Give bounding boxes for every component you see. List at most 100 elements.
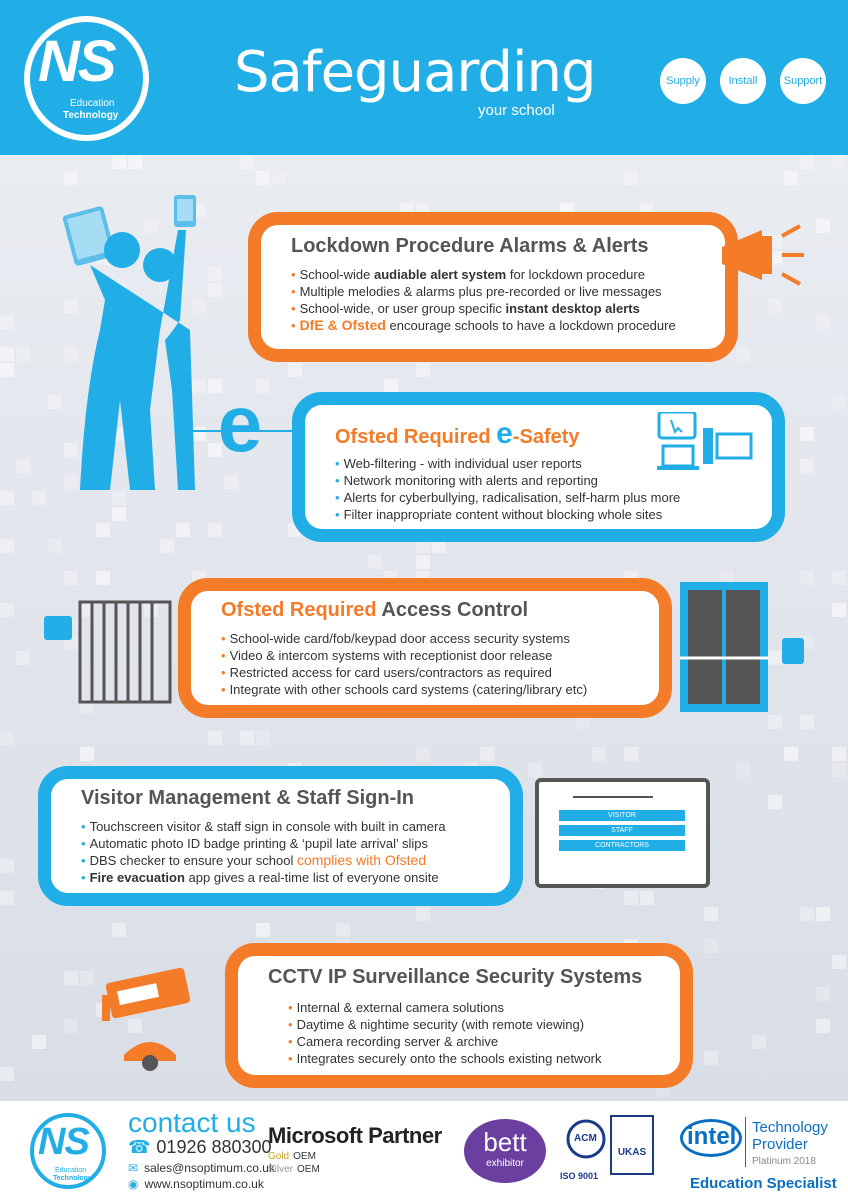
background-tile <box>480 747 494 761</box>
background-tile <box>816 219 830 233</box>
background-tile <box>0 891 14 905</box>
background-tile <box>592 747 606 761</box>
list-item: •Internal & external camera solutions <box>288 1000 504 1015</box>
background-tile <box>336 923 350 937</box>
header: NS Education Technology Safeguarding you… <box>0 0 848 155</box>
background-tile <box>624 171 638 185</box>
list-item: •Multiple melodies & alarms plus pre-rec… <box>291 284 662 299</box>
background-tile <box>0 491 14 505</box>
e-badge: e <box>217 379 263 468</box>
background-tile <box>0 1067 14 1081</box>
background-tile <box>720 571 734 585</box>
contractors-screen-button[interactable]: CONTRACTORS <box>559 840 685 851</box>
background-tile <box>0 315 14 329</box>
background-tile <box>64 971 78 985</box>
background-tile <box>192 299 206 313</box>
contact-phone[interactable]: ☎01926 880300 <box>128 1137 272 1157</box>
background-tile <box>800 427 814 441</box>
background-tile <box>112 507 126 521</box>
background-tile <box>784 171 798 185</box>
background-tile <box>272 171 286 185</box>
list-item: •Video & intercom systems with reception… <box>221 648 553 663</box>
page-subtitle: your school <box>478 102 555 119</box>
footer-logo-text: NS <box>38 1121 90 1163</box>
door-icon <box>680 582 804 712</box>
logo[interactable] <box>24 16 149 141</box>
background-tile <box>416 555 430 569</box>
list-item: •Touchscreen visitor & staff sign in con… <box>81 819 446 834</box>
contact-email[interactable]: ✉sales@nsoptimum.co.uk <box>128 1161 275 1175</box>
list-item: •Integrate with other schools card syste… <box>221 682 588 697</box>
phone-icon: ☎ <box>128 1137 151 1157</box>
background-tile <box>800 155 814 169</box>
list-item: •Filter inappropriate content without bl… <box>335 507 663 522</box>
background-tile <box>16 347 30 361</box>
sign-in-screen: VISITOR STAFF CONTRACTORS <box>535 778 710 888</box>
cctv-title: CCTV IP Surveillance Security Systems <box>268 966 643 988</box>
list-item: •School-wide, or user group specific ins… <box>291 301 640 316</box>
footer: NS Education Technology contact us ☎0192… <box>0 1100 848 1200</box>
globe-icon: ◉ <box>128 1177 139 1191</box>
contact-title: contact us <box>128 1107 256 1138</box>
background-tile <box>192 379 206 393</box>
platinum-label: Platinum 2018 <box>752 1156 816 1167</box>
list-item: •School-wide audiable alert system for l… <box>291 267 645 282</box>
background-tile <box>416 907 430 921</box>
technology-provider-line-1: Technology <box>752 1119 828 1136</box>
background-tile <box>96 571 110 585</box>
divider <box>745 1117 746 1167</box>
background-tile <box>208 443 222 457</box>
contact-web[interactable]: ◉www.nsoptimum.co.uk <box>128 1177 264 1191</box>
background-tile <box>112 155 126 169</box>
background-tile <box>64 299 78 313</box>
background-tile <box>208 379 222 393</box>
list-item: •DBS checker to ensure your school compl… <box>81 852 427 868</box>
devices-icon <box>657 412 753 470</box>
iso-9001-label: ISO 9001 <box>560 1171 599 1181</box>
background-tile <box>160 539 174 553</box>
pill-install[interactable]: Install <box>720 58 766 104</box>
bett-logo: bett exhibitor <box>464 1119 546 1183</box>
cctv-section: CCTV IP Surveillance Security Systems •I… <box>225 943 693 1088</box>
background-tile <box>800 715 814 729</box>
background-tile <box>64 571 78 585</box>
background-tile <box>832 747 846 761</box>
background-tile <box>288 363 302 377</box>
list-item: •School-wide card/fob/keypad door access… <box>221 631 570 646</box>
email-icon: ✉ <box>128 1161 139 1175</box>
footer-logo-line-1: Education <box>55 1167 87 1174</box>
background-tile <box>16 651 30 665</box>
pill-supply[interactable]: Supply <box>660 58 706 104</box>
background-tile <box>112 491 126 505</box>
pill-support[interactable]: Support <box>780 58 826 104</box>
intel-logo-ring <box>680 1119 742 1157</box>
background-tile <box>208 523 222 537</box>
background-tile <box>208 731 222 745</box>
list-item: •Alerts for cyberbullying, radicalisatio… <box>335 490 681 505</box>
list-item: •Fire evacuation app gives a real-time l… <box>81 870 439 885</box>
background-tile <box>144 219 158 233</box>
background-tile <box>768 651 782 665</box>
background-tile <box>816 907 830 921</box>
background-tile <box>176 523 190 537</box>
access-control-section: Ofsted Required Access Control •School-w… <box>178 578 672 718</box>
background-tile <box>256 171 270 185</box>
acm-logo: ACM <box>566 1117 606 1167</box>
background-tile <box>256 923 270 937</box>
background-tile <box>64 475 78 489</box>
background-tile <box>416 539 430 553</box>
staff-screen-button[interactable]: STAFF <box>559 825 685 836</box>
background-tile <box>368 555 382 569</box>
background-tile <box>752 1035 766 1049</box>
background-tile <box>32 1035 46 1049</box>
visitor-screen-button[interactable]: VISITOR <box>559 810 685 821</box>
background-tile <box>768 299 782 313</box>
visitor-management-section: Visitor Management & Staff Sign-In •Touc… <box>38 766 523 906</box>
background-tile <box>704 939 718 953</box>
background-tile <box>528 763 542 777</box>
background-tile <box>112 923 126 937</box>
footer-logo[interactable] <box>30 1113 106 1189</box>
background-tile <box>736 763 750 777</box>
list-item: •DfE & Ofsted encourage schools to have … <box>291 317 676 333</box>
logo-line-2: Technology <box>63 110 119 121</box>
